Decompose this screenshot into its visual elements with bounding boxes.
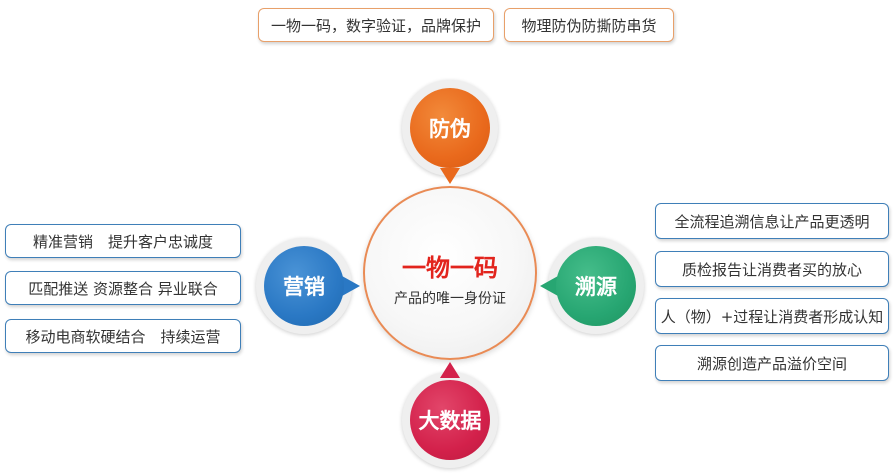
left-box-3: 移动电商软硬结合 持续运营 [5, 319, 241, 353]
right-node-pointer [540, 276, 558, 296]
right-box-1: 全流程追溯信息让产品更透明 [655, 203, 889, 239]
bottom-node-pointer [440, 362, 460, 378]
right-box-3: 人（物）+过程让消费者形成认知 [655, 298, 889, 334]
top-box-2: 物理防伪防撕防串货 [504, 8, 674, 42]
bottom-node: 大数据 [410, 380, 490, 460]
left-box-2: 匹配推送 资源整合 异业联合 [5, 271, 241, 305]
right-node: 溯源 [556, 246, 636, 326]
right-box-2: 质检报告让消费者买的放心 [655, 251, 889, 287]
left-node: 营销 [264, 246, 344, 326]
top-box-1: 一物一码，数字验证，品牌保护 [258, 8, 494, 42]
center-title: 一物一码 [402, 254, 498, 282]
top-node-pointer [440, 168, 460, 184]
center-subtitle: 产品的唯一身份证 [394, 291, 506, 307]
left-box-1: 精准营销 提升客户忠诚度 [5, 224, 241, 258]
center-circle: 一物一码 产品的唯一身份证 [363, 186, 537, 360]
right-box-4: 溯源创造产品溢价空间 [655, 345, 889, 381]
left-node-pointer [342, 276, 360, 296]
top-node: 防伪 [410, 88, 490, 168]
